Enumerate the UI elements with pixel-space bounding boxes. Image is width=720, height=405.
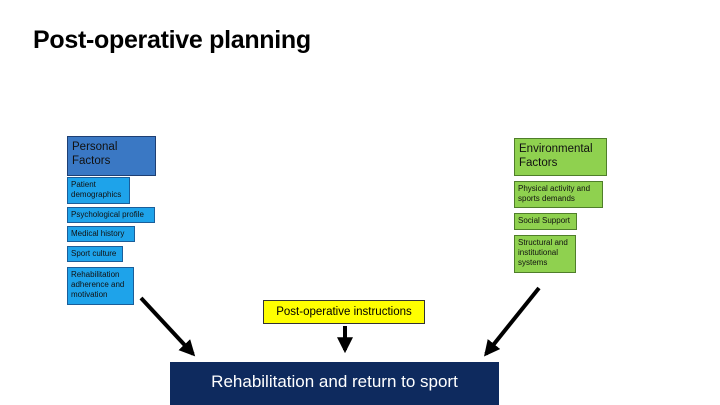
environmental-factors-header: Environmental Factors <box>514 138 607 176</box>
personal-item-rehabilitation: Rehabilitation adherence and motivation <box>67 267 134 305</box>
post-operative-instructions-box: Post-operative instructions <box>263 300 425 324</box>
personal-item-demographics: Patient demographics <box>67 177 130 204</box>
personal-item-medical: Medical history <box>67 226 135 242</box>
arrow-environmental-to-outcome <box>483 286 541 357</box>
personal-factors-header: Personal Factors <box>67 136 156 176</box>
rehabilitation-outcome-box: Rehabilitation and return to sport <box>170 362 499 405</box>
arrow-personal-to-outcome <box>139 296 196 357</box>
environmental-item-physical-activity: Physical activity and sports demands <box>514 181 603 208</box>
environmental-item-social-support: Social Support <box>514 213 577 230</box>
personal-item-psychological: Psychological profile <box>67 207 155 223</box>
environmental-item-structural: Structural and institutional systems <box>514 235 576 273</box>
page-title: Post-operative planning <box>33 26 311 54</box>
personal-item-sport-culture: Sport culture <box>67 246 123 262</box>
